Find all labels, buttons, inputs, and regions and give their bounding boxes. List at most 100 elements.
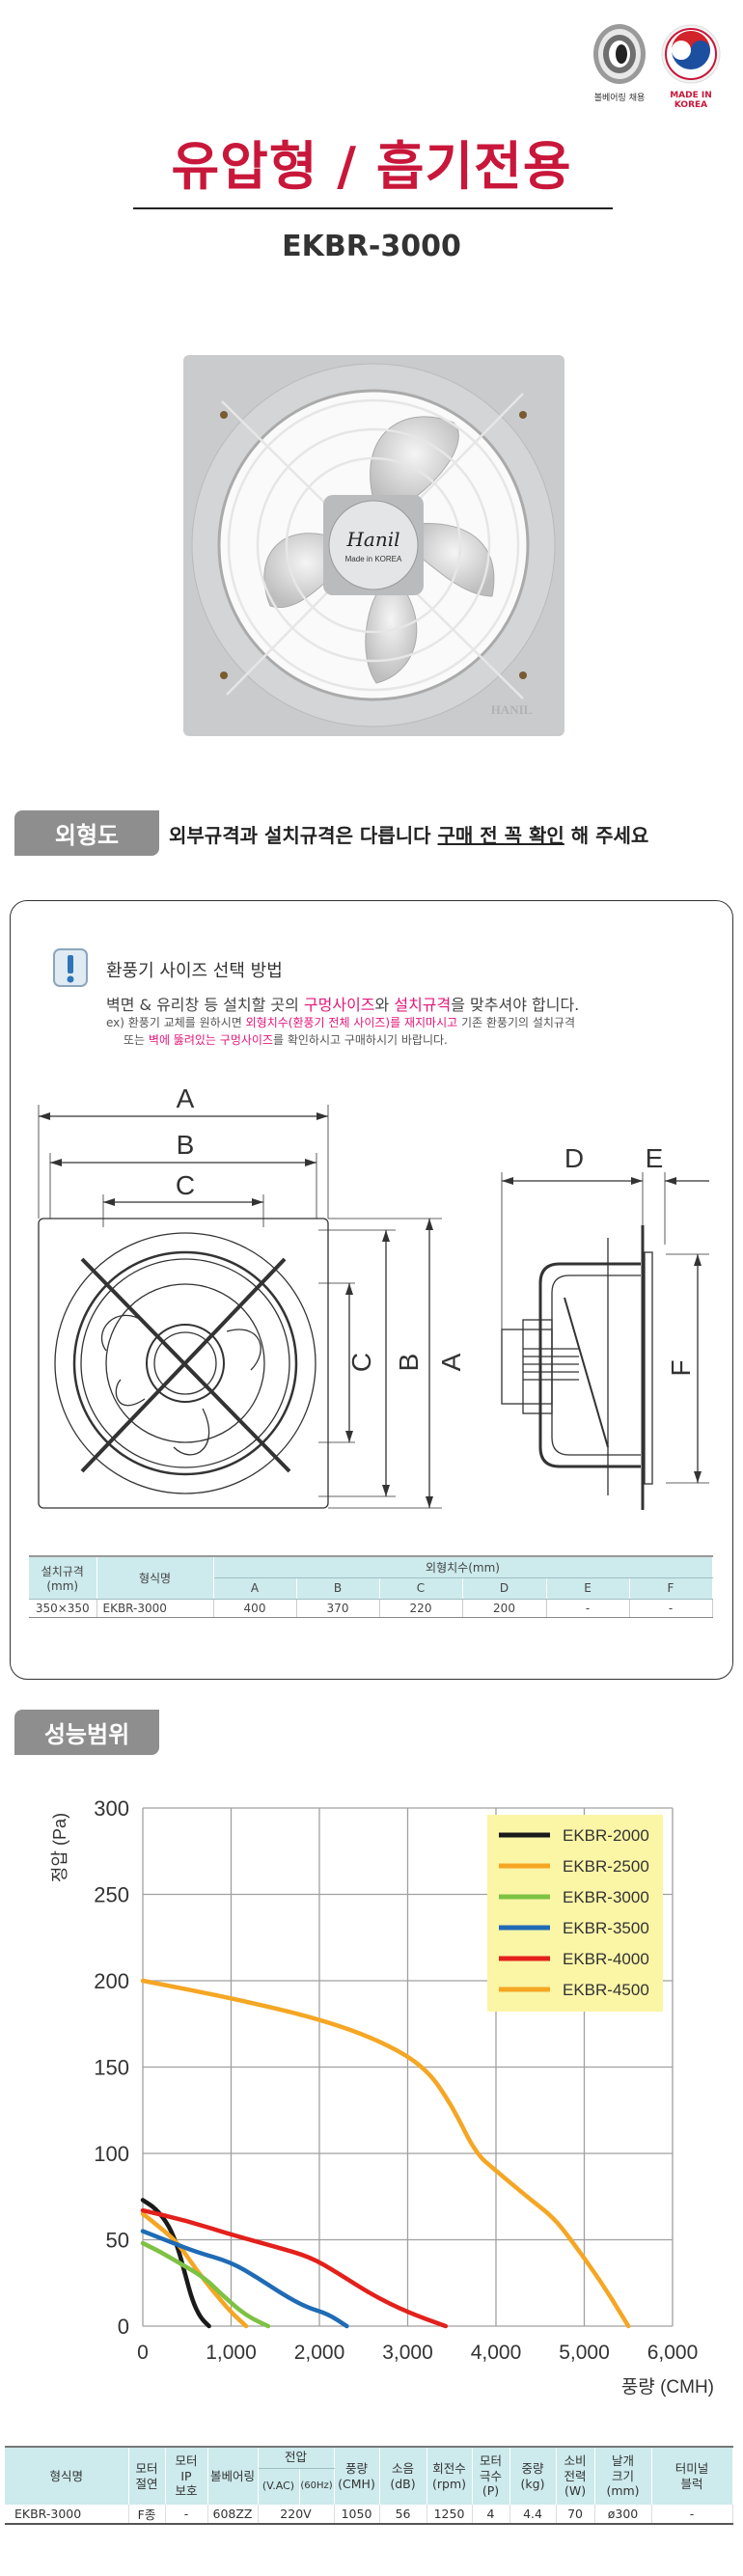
cell-insulation: F종 [128, 2505, 166, 2525]
y-tick-label: 100 [94, 2142, 129, 2166]
cell-voltage: 220V [258, 2505, 335, 2525]
series-line-ekbr-2500 [140, 2211, 249, 2329]
header-ip: 모터 IP 보호 [165, 2446, 208, 2505]
cell-d: 200 [462, 1599, 547, 1618]
dimension-table: 설치규격 (mm) 형식명 외형치수(mm) A B C D E F 350×3… [29, 1555, 713, 1618]
header-voltage-unit: (V.AC) [258, 2468, 300, 2505]
ball-bearing-icon [593, 24, 646, 84]
made-in-korea-caption: MADE IN KOREA [670, 91, 712, 110]
dim-label-a: A [177, 1083, 195, 1113]
header-bearing: 볼베어링 [207, 2446, 259, 2505]
header-airflow: 풍량 (CMH) [334, 2446, 380, 2505]
y-axis-title: 정압 (Pa) [50, 1813, 69, 1882]
howto-line-3: 또는 벽에 뚫려있는 구멍사이즈를 확인하시고 구매하시기 바랍니다. [124, 1033, 448, 1047]
series-line-ekbr-4000 [140, 2207, 449, 2329]
cell-airflow: 1050 [334, 2505, 380, 2525]
legend-label: EKBR-2500 [563, 1857, 649, 1876]
y-tick-label: 200 [94, 1969, 129, 1993]
dim-label-b: B [177, 1130, 195, 1160]
cell-rpm: 1250 [427, 2505, 473, 2525]
cell-weight: 4.4 [509, 2505, 557, 2525]
cell-blade: ø300 [594, 2505, 652, 2525]
dim-label-e: E [646, 1143, 664, 1173]
cell-bearing: 608ZZ [207, 2505, 259, 2525]
series-line-ekbr-3500 [140, 2229, 349, 2329]
cell-a: 400 [213, 1599, 297, 1618]
header-weight: 중량 (kg) [509, 2446, 557, 2505]
cell-model: EKBR-3000 [96, 1599, 214, 1618]
x-tick-label: 4,000 [471, 2342, 522, 2364]
made-in-korea-badge: MADE IN KOREA [652, 21, 729, 110]
ball-bearing-caption: 볼베어링 채용 [593, 94, 646, 103]
cell-power: 70 [556, 2505, 595, 2525]
section-tab-outline: 외형도 [14, 810, 159, 856]
dim-label-d: D [564, 1143, 584, 1173]
x-axis-title: 풍량 (CMH) [621, 2376, 714, 2398]
korea-emblem-icon [661, 24, 721, 84]
series-line-ekbr-3000 [140, 2240, 271, 2329]
header-dim-d: D [462, 1577, 547, 1600]
outline-panel [10, 900, 733, 1680]
table-row: EKBR-3000 F종 - 608ZZ 220V 1050 56 1250 4… [5, 2505, 733, 2525]
howto-line-1: 벽면 & 유리창 등 설치할 곳의 구멍사이즈와 설치규격을 맞추셔야 합니다. [106, 996, 580, 1014]
series-line-ekbr-2000 [140, 2198, 211, 2329]
x-tick-label: 6,000 [647, 2342, 699, 2364]
cell-ip: - [165, 2505, 208, 2525]
series-line-ekbr-4500 [140, 1978, 631, 2329]
header-power: 소비 전력 (W) [556, 2446, 595, 2505]
cell-noise: 56 [379, 2505, 427, 2525]
header-voltage: 전압 [258, 2446, 335, 2469]
dim-label-c: C [176, 1170, 195, 1200]
header-outer-dims: 외형치수(mm) [213, 1555, 713, 1578]
performance-chart: EKBR-2000EKBR-2500EKBR-3000EKBR-3500EKBR… [50, 1796, 714, 2398]
cell-model: EKBR-3000 [5, 2505, 129, 2525]
dim-label-c-vertical: C [346, 1353, 376, 1372]
dim-label-f: F [666, 1359, 696, 1376]
spec-table: 형식명 모터 절연 모터 IP 보호 볼베어링 전압 풍량 (CMH) 소음 (… [5, 2446, 733, 2525]
ball-bearing-badge: 볼베어링 채용 [581, 21, 658, 108]
header-dim-c: C [379, 1577, 463, 1600]
model-name: EKBR-3000 [282, 230, 461, 263]
y-tick-label: 50 [106, 2229, 129, 2253]
x-tick-label: 2,000 [294, 2342, 345, 2364]
howto-title: 환풍기 사이즈 선택 방법 [106, 961, 283, 981]
panel-mark: HANIL [491, 702, 533, 717]
header-blade: 날개 크기 (mm) [594, 2446, 652, 2505]
header-model: 형식명 [5, 2446, 129, 2505]
notice-text: 외부규격과 설치규격은 다릅니다 [169, 824, 438, 847]
info-icon [48, 945, 93, 990]
cell-f: - [629, 1599, 713, 1618]
legend-label: EKBR-4500 [563, 1981, 649, 1999]
header-dim-b: B [296, 1577, 380, 1600]
header-noise: 소음 (dB) [379, 2446, 427, 2505]
dim-label-b-vertical: B [394, 1354, 424, 1372]
header-poles: 모터 극수 (P) [472, 2446, 510, 2505]
x-tick-label: 5,000 [559, 2342, 610, 2364]
notice-emphasis: 구매 전 꼭 확인 [437, 824, 564, 847]
x-tick-label: 0 [137, 2342, 149, 2364]
header-dim-f: F [629, 1577, 713, 1600]
size-notice: 외부규격과 설치규격은 다릅니다 구매 전 꼭 확인 해 주세요 [169, 820, 648, 848]
product-photo: Hanil Made in KOREA HANIL [183, 355, 564, 736]
cell-c: 220 [379, 1599, 463, 1618]
cell-e: - [546, 1599, 630, 1618]
howto-line-2: ex) 환풍기 교체를 원하시면 외형치수(환풍기 전체 사이즈)를 재지마시고… [106, 1016, 576, 1029]
y-tick-label: 250 [94, 1883, 129, 1907]
cell-terminal: - [651, 2505, 733, 2525]
legend-label: EKBR-3500 [563, 1919, 649, 1937]
header-model: 형식명 [96, 1555, 214, 1600]
legend-label: EKBR-3000 [563, 1888, 649, 1906]
notice-text-end: 해 주세요 [564, 824, 649, 847]
table-row: 350×350 EKBR-3000 400 370 220 200 - - [29, 1599, 713, 1618]
x-tick-label: 3,000 [382, 2342, 433, 2364]
y-tick-label: 300 [94, 1796, 129, 1821]
x-tick-label: 1,000 [206, 2342, 257, 2364]
legend-label: EKBR-4000 [563, 1950, 649, 1968]
header-terminal: 터미널 블럭 [651, 2446, 733, 2505]
header-install-size: 설치규격 (mm) [29, 1555, 97, 1600]
header-dim-e: E [546, 1577, 630, 1600]
made-in-label: Made in KOREA [345, 555, 402, 563]
header-dim-a: A [213, 1577, 297, 1600]
header-insulation: 모터 절연 [128, 2446, 166, 2505]
dimension-diagram: A B C C B A D E F [38, 1083, 709, 1510]
